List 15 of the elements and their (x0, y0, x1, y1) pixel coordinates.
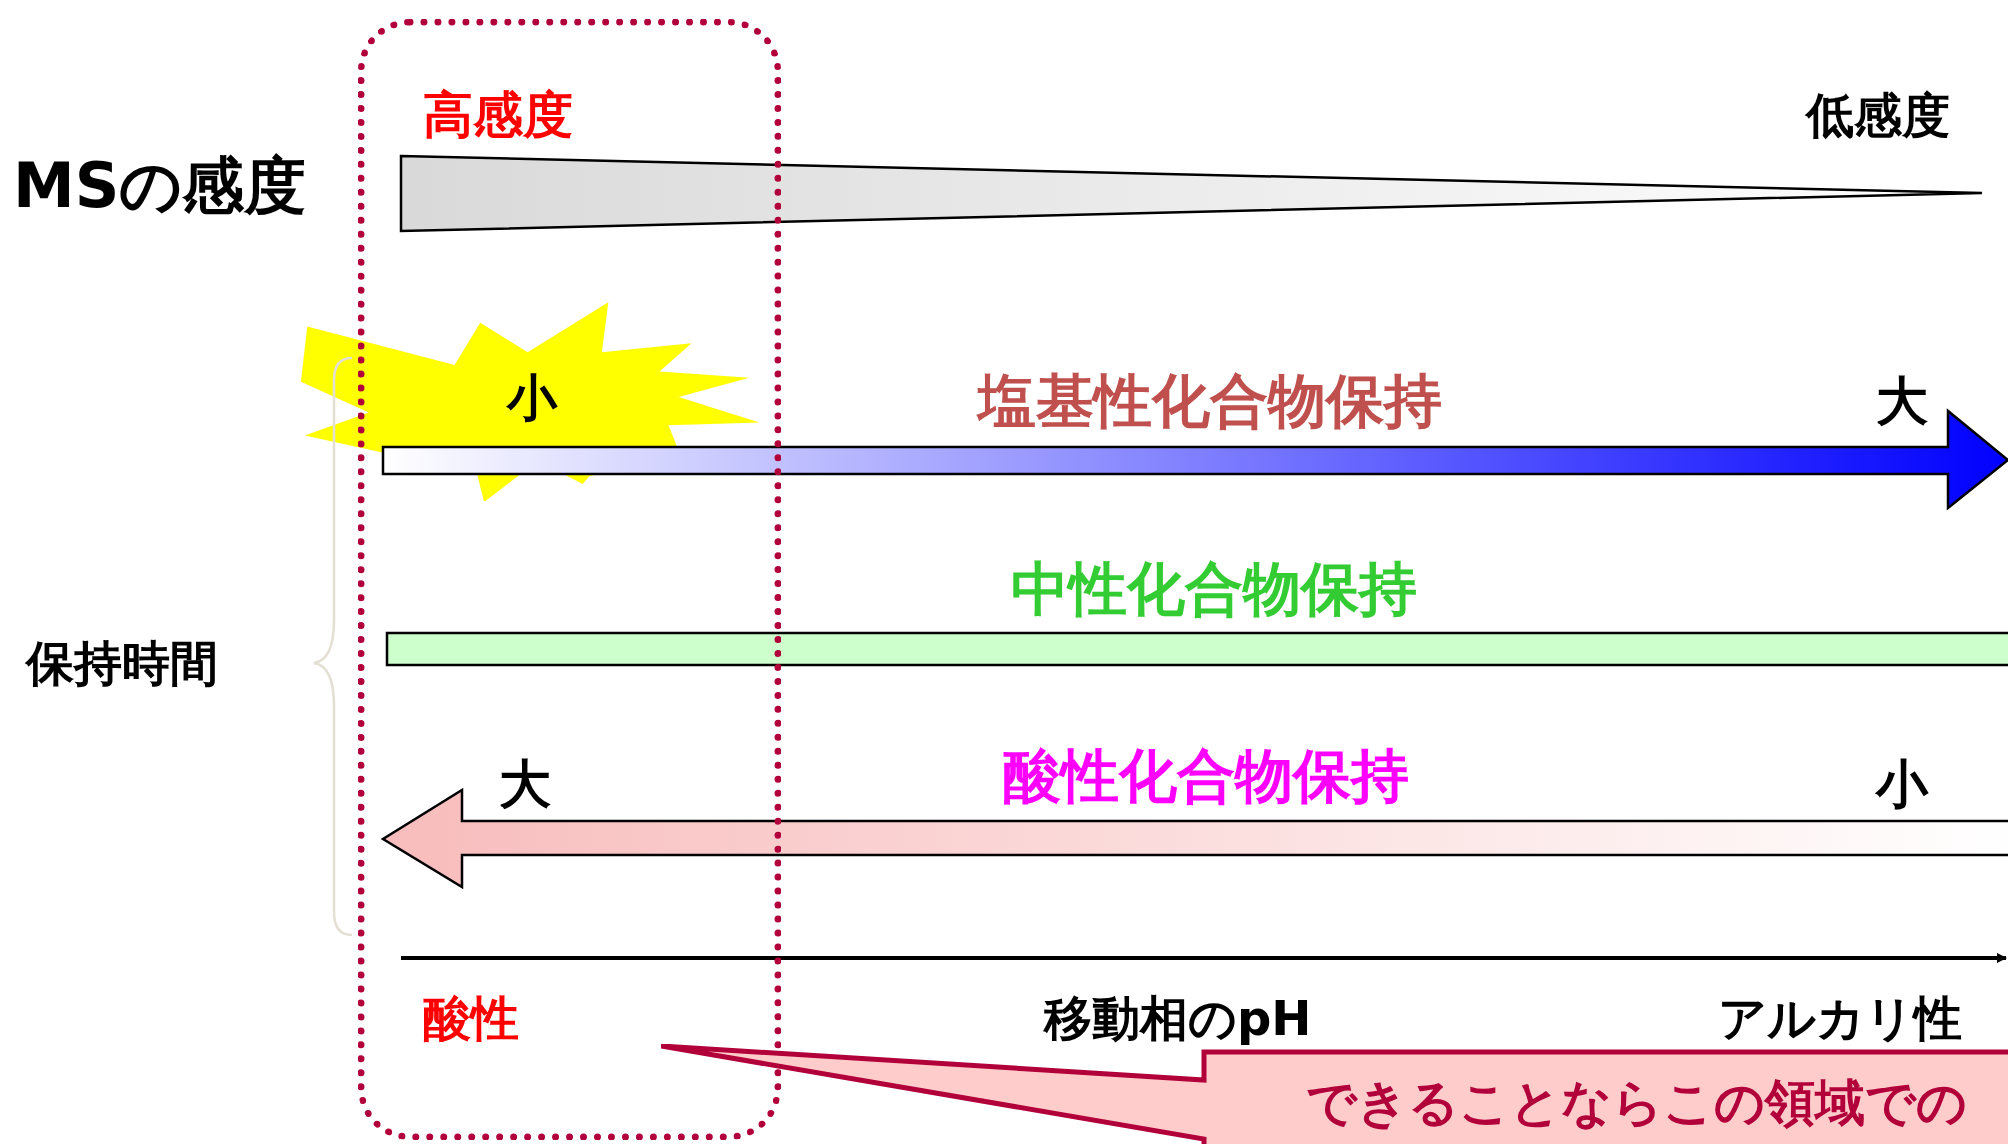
scale-label: 小 (1876, 758, 1928, 810)
speech-callout: できることならこの領域での (661, 1044, 2008, 1144)
row-label: 中性化合物保持 (1011, 560, 1417, 618)
starburst-callout: 小 (301, 301, 762, 501)
row-label: 酸性化合物保持 (1003, 747, 1409, 805)
sensitivity-wedge (399, 154, 1984, 233)
row-title: MSの感度 (13, 155, 307, 217)
scale-label: 大 (499, 758, 551, 810)
row-title: 保持時間 (26, 639, 218, 687)
axis-label: 酸性 (423, 994, 519, 1042)
axis-label: アルカリ性 (1718, 994, 1962, 1042)
row-label: 塩基性化合物保持 (978, 372, 1442, 430)
scale-label: 大 (1876, 375, 1928, 427)
retention-bar (385, 631, 2008, 667)
scale-label: 高感度 (423, 90, 573, 140)
